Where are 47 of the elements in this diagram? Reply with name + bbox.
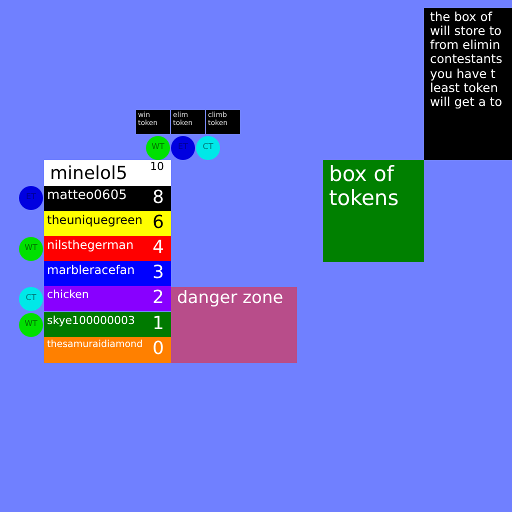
info-box	[424, 8, 512, 160]
token-circle	[19, 287, 43, 311]
leaderboard-row	[44, 312, 171, 337]
leaderboard-row	[44, 337, 171, 363]
info-box	[171, 287, 297, 363]
token-circle	[171, 136, 195, 160]
score: 10	[150, 160, 164, 173]
player-name: minelol5	[50, 163, 128, 184]
score: 1	[152, 313, 164, 334]
player-name: thesamuraidiamond	[47, 339, 143, 350]
player-name: skye100000003	[47, 314, 135, 327]
leaderboard-row	[44, 286, 171, 311]
token-circle	[19, 237, 43, 261]
token-circle	[19, 186, 43, 210]
token-label-box	[171, 110, 205, 134]
player-name: marbleracefan	[47, 263, 135, 277]
info-box	[323, 160, 424, 262]
info-text: the box of will store to from elimin contestants you have t least token will get a to	[430, 10, 504, 109]
token-code: WT	[24, 319, 38, 328]
token-code: CT	[202, 142, 214, 151]
score: 8	[152, 187, 164, 208]
score: 4	[152, 237, 164, 258]
token-label-box	[206, 110, 240, 134]
player-name: chicken	[47, 288, 89, 301]
token-code: WT	[24, 243, 38, 252]
player-name: nilsthegerman	[47, 238, 134, 252]
token-code: ET	[177, 142, 189, 151]
score: 0	[152, 338, 164, 359]
token-label-box	[136, 110, 170, 134]
token-circle	[196, 136, 220, 160]
token-code: WT	[150, 142, 166, 151]
leaderboard-row	[44, 211, 171, 236]
score: 6	[152, 212, 164, 233]
player-name: theuniquegreen	[47, 213, 143, 227]
token-circle	[19, 313, 43, 337]
score: 2	[152, 287, 164, 308]
token-code: ET	[25, 192, 37, 201]
info-text: danger zone	[177, 289, 284, 309]
leaderboard-row	[44, 186, 171, 211]
leaderboard-row	[44, 236, 171, 261]
info-text: box of tokens	[329, 162, 400, 210]
player-name: matteo0605	[47, 188, 127, 203]
score: 3	[152, 262, 164, 283]
token-code: CT	[24, 293, 38, 302]
token-circle	[146, 136, 170, 160]
leaderboard-row	[44, 261, 171, 286]
leaderboard-row	[44, 160, 171, 186]
